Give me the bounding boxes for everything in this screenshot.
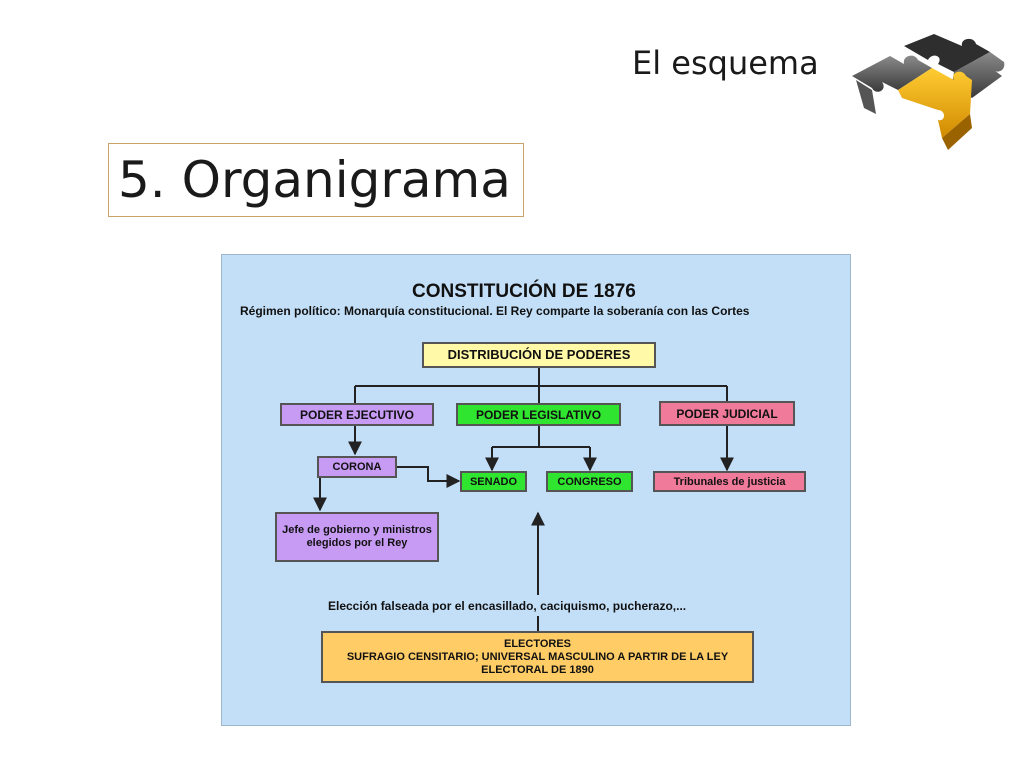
diagram-title: CONSTITUCIÓN DE 1876 [412, 281, 636, 302]
eleccion-note: Elección falseada por el encasillado, ca… [328, 599, 687, 613]
section-title: 5. Organigrama [118, 151, 511, 209]
node-poder-ejecutivo: PODER EJECUTIVO [280, 403, 434, 426]
section-title-frame [108, 143, 524, 217]
organigram-diagram: CONSTITUCIÓN DE 1876 Régimen político: M… [221, 254, 851, 726]
node-gobierno: Jefe de gobierno y ministros elegidos po… [275, 512, 439, 562]
node-electores: ELECTORES SUFRAGIO CENSITARIO; UNIVERSAL… [321, 631, 754, 683]
puzzle-icon [852, 34, 1005, 150]
arrow-corona-senado [397, 466, 461, 488]
node-poder-judicial: PODER JUDICIAL [659, 401, 795, 426]
connector-lines [313, 368, 734, 632]
electores-desc: SUFRAGIO CENSITARIO; UNIVERSAL MASCULINO… [346, 650, 729, 676]
node-corona: CORONA [317, 456, 397, 478]
node-distribucion-poderes: DISTRIBUCIÓN DE PODERES [422, 342, 656, 368]
header-title: El esquema [632, 44, 819, 82]
node-congreso: CONGRESO [546, 471, 633, 492]
electores-title: ELECTORES [503, 637, 572, 650]
node-poder-legislativo: PODER LEGISLATIVO [456, 403, 621, 426]
node-tribunales: Tribunales de justicia [653, 471, 806, 492]
diagram-subtitle: Régimen político: Monarquía constitucion… [240, 304, 750, 318]
node-senado: SENADO [460, 471, 527, 492]
